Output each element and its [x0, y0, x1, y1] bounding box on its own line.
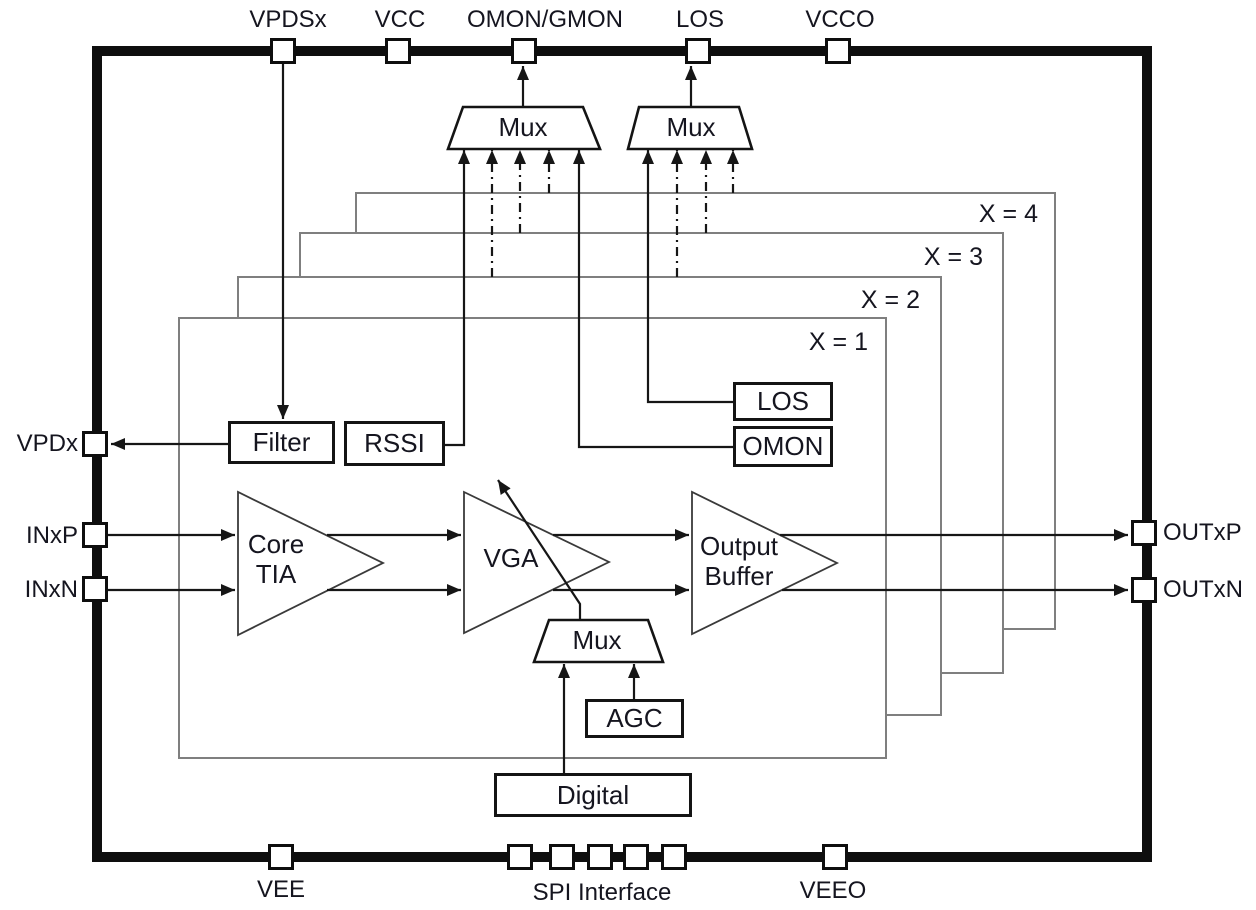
- pin-label-vpdx: VPDx: [16, 430, 78, 457]
- mux-los-shape: [626, 105, 754, 151]
- pin-label-vee: VEE: [256, 876, 306, 903]
- pin-omon-gmon: [511, 38, 537, 64]
- pin-vpdx: [82, 431, 108, 457]
- solid-connections: [108, 64, 1128, 773]
- omon-block: OMON: [733, 426, 833, 467]
- pin-label-outxp: OUTxP: [1163, 519, 1242, 546]
- agc-block: AGC: [585, 699, 684, 738]
- channel-label-x1: X = 1: [808, 328, 868, 356]
- pin-label-los: LOS: [675, 6, 725, 33]
- channel-label-x4: X = 4: [978, 200, 1038, 228]
- mux-omon-gmon-shape: [446, 105, 602, 151]
- wire-los-to-mux: [642, 150, 733, 404]
- pin-spi-2: [549, 844, 575, 870]
- pin-outxp: [1131, 520, 1157, 546]
- vga-triangle: [463, 490, 612, 635]
- pin-vee: [268, 844, 294, 870]
- pin-outxn: [1131, 577, 1157, 603]
- rssi-block: RSSI: [344, 421, 445, 466]
- pin-inxn: [82, 576, 108, 602]
- pin-spi-4: [623, 844, 649, 870]
- pin-label-vcc: VCC: [374, 6, 426, 33]
- pin-inxp: [82, 522, 108, 548]
- filter-block: Filter: [228, 421, 335, 464]
- pin-label-vpdsx: VPDSx: [249, 6, 327, 33]
- pin-spi-1: [507, 844, 533, 870]
- mux-gain-shape: [532, 618, 665, 664]
- pin-label-spi-interface: SPI Interface: [532, 879, 672, 906]
- channel-label-x3: X = 3: [923, 243, 983, 271]
- pin-label-outxn: OUTxN: [1163, 576, 1243, 603]
- wire-rssi-to-mux: [445, 150, 470, 447]
- digital-block: Digital: [494, 773, 692, 817]
- pin-spi-3: [587, 844, 613, 870]
- pin-veeo: [822, 844, 848, 870]
- pin-vcc: [385, 38, 411, 64]
- pin-label-inxn: INxN: [24, 576, 78, 603]
- output-buffer-triangle: [691, 490, 840, 636]
- pin-label-vcco: VCCO: [805, 6, 875, 33]
- pin-vpdsx: [270, 38, 296, 64]
- wire-omon-to-mux: [573, 150, 733, 449]
- pin-label-omon-gmon: OMON/GMON: [467, 6, 623, 33]
- pin-label-veeo: VEEO: [799, 877, 867, 904]
- pin-label-inxp: INxP: [25, 522, 78, 549]
- pin-vcco: [825, 38, 851, 64]
- pin-spi-5: [661, 844, 687, 870]
- los-block: LOS: [733, 382, 833, 421]
- pin-los: [685, 38, 711, 64]
- dashed-channel-connections: [486, 150, 739, 277]
- wire-gain-control-diagonal: [497, 479, 582, 620]
- channel-label-x2: X = 2: [860, 286, 920, 314]
- core-tia-triangle: [237, 490, 386, 637]
